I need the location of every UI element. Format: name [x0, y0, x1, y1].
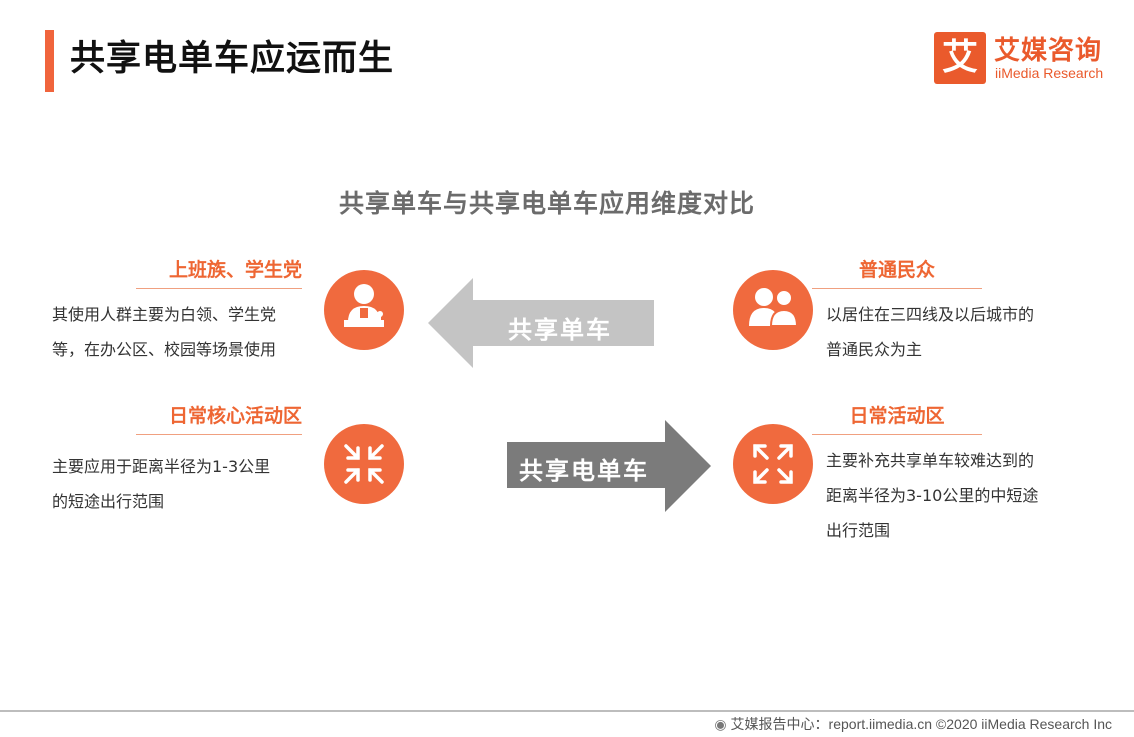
- heading-general-public: 普通民众: [812, 255, 982, 289]
- footer-divider: [0, 710, 1134, 712]
- desc-daily-area: 主要补充共享单车较难达到的 距离半径为3-10公里的中短途 出行范围: [826, 443, 1116, 548]
- desc-line: 其使用人群主要为白领、学生党: [52, 305, 277, 324]
- logo-name-cn: 艾媒咨询: [994, 36, 1103, 66]
- arrow-label-bike: 共享单车: [508, 316, 612, 344]
- arrow-label-ebike: 共享电单车: [519, 457, 649, 485]
- desc-general-public: 以居住在三四线及以后城市的 普通民众为主: [826, 297, 1106, 367]
- collapse-arrows-icon: [324, 424, 404, 504]
- logo-mark: 艾: [934, 32, 986, 84]
- heading-office-workers: 上班族、学生党: [136, 255, 302, 289]
- logo-name-en: iiMedia Research: [995, 65, 1104, 81]
- people-icon: [733, 270, 813, 350]
- desc-line: 主要补充共享单车较难达到的: [826, 451, 1035, 470]
- page-title: 共享电单车应运而生: [70, 39, 395, 79]
- office-worker-icon: [324, 270, 404, 350]
- ebike-arrow-right: [507, 420, 711, 512]
- title-accent-bar: [45, 30, 54, 92]
- desc-core-area: 主要应用于距离半径为1-3公里 的短途出行范围: [52, 449, 322, 519]
- desc-office-workers: 其使用人群主要为白领、学生党 等，在办公区、校园等场景使用: [52, 297, 322, 367]
- logo: 艾 艾媒咨询 iiMedia Research: [934, 32, 1114, 86]
- desc-line: 的短途出行范围: [52, 492, 165, 511]
- heading-daily-area: 日常活动区: [812, 401, 982, 435]
- footer-text: 艾媒报告中心：report.iimedia.cn ©2020 iiMedia R…: [730, 716, 1112, 732]
- desc-line: 以居住在三四线及以后城市的: [826, 305, 1035, 324]
- desc-line: 等，在办公区、校园等场景使用: [52, 340, 277, 359]
- footer: ◉艾媒报告中心：report.iimedia.cn ©2020 iiMedia …: [714, 714, 1112, 734]
- desc-line: 普通民众为主: [826, 340, 923, 359]
- diagram-title: 共享单车与共享电单车应用维度对比: [338, 189, 755, 218]
- globe-icon: ◉: [714, 716, 727, 732]
- desc-line: 主要应用于距离半径为1-3公里: [52, 457, 271, 476]
- desc-line: 出行范围: [826, 521, 891, 540]
- heading-core-area: 日常核心活动区: [136, 401, 302, 435]
- expand-arrows-icon: [733, 424, 813, 504]
- desc-line: 距离半径为3-10公里的中短途: [826, 486, 1039, 505]
- bike-arrow-left: [428, 278, 654, 368]
